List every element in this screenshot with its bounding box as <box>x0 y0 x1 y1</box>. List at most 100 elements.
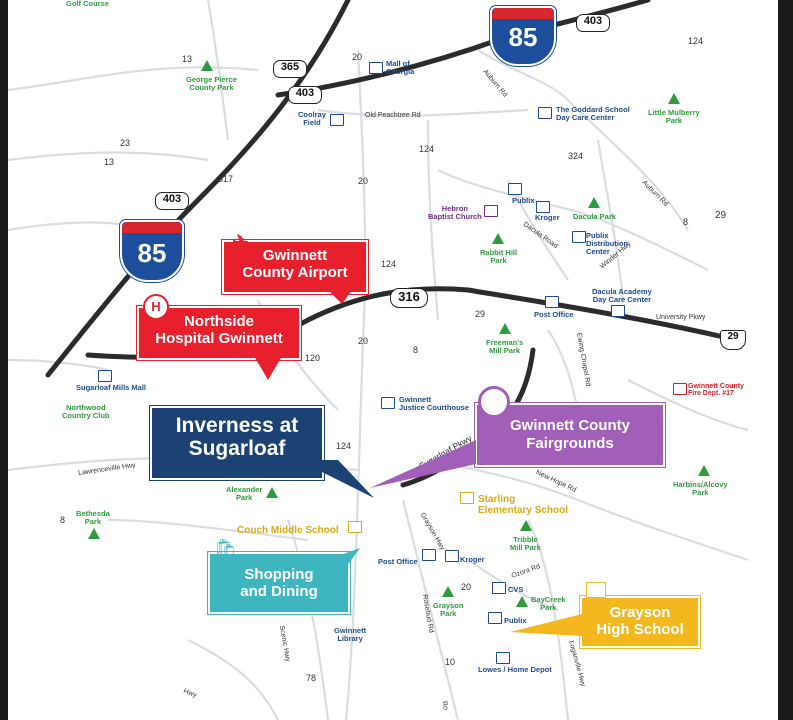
poi-label: Mall of Georgia <box>386 59 415 76</box>
poi-label: Dacula Academy Day Care Center <box>592 287 652 304</box>
store-icon <box>572 231 586 243</box>
route-number: 124 <box>688 36 704 46</box>
road <box>8 66 259 92</box>
route-number: 10 <box>445 657 456 667</box>
tree-icon <box>499 323 511 334</box>
road <box>187 639 279 720</box>
park-label: Little Mulberry Park <box>648 108 700 125</box>
park-label: George Pierce County Park <box>186 75 237 92</box>
callout-shopping: Shopping and Dining <box>208 552 350 614</box>
route-number: 13 <box>182 54 193 64</box>
route-number: 20 <box>461 582 472 592</box>
tree-icon <box>266 487 278 498</box>
store-icon <box>492 582 506 594</box>
road-label: Ro <box>440 700 449 711</box>
poi-label: Sugarloaf Mills Mall <box>76 383 147 392</box>
poi-label: The Goddard School Day Care Center <box>556 105 630 122</box>
road <box>107 518 309 542</box>
tree-icon <box>492 233 504 244</box>
route-number: 317 <box>218 174 234 184</box>
hospital-icon: H <box>143 294 169 320</box>
store-icon <box>98 370 112 382</box>
park-label: Golf Course <box>66 0 109 8</box>
highway-85 <box>45 0 351 378</box>
school-icon <box>538 107 552 119</box>
route-number: 8 <box>60 515 66 525</box>
school-icon <box>611 305 625 317</box>
callout-pointer <box>328 290 352 304</box>
road <box>8 358 109 372</box>
road-label: University Pkwy <box>656 314 706 321</box>
school-icon <box>460 492 474 504</box>
park-label: Northwood Country Club <box>62 403 110 420</box>
park-label: Tribble Mill Park <box>510 535 541 552</box>
callout-inverness: Inverness at Sugarloaf <box>150 406 324 480</box>
park-label: Grayson Park <box>433 601 464 618</box>
poi-label: Gwinnett County Fire Dept. #17 <box>688 383 744 398</box>
fire-station-icon <box>673 383 687 395</box>
poi-label: Gwinnett Library <box>334 626 367 643</box>
tree-icon <box>520 520 532 531</box>
road <box>344 49 367 720</box>
stadium-icon <box>330 114 344 126</box>
shopping-bag-icon: 🛍 <box>214 538 237 558</box>
poi-label: Post Office <box>378 557 418 566</box>
store-icon <box>536 201 550 213</box>
callout-pointer <box>254 356 282 380</box>
road <box>206 0 230 141</box>
road-label: Old Peachtree Rd <box>365 112 421 119</box>
poi-label: Lowes / Home Depot <box>478 665 552 674</box>
callout-pointer <box>370 440 476 488</box>
road <box>426 119 440 321</box>
route-number: 8 <box>683 217 689 227</box>
callout-pointer <box>298 460 374 498</box>
tree-icon <box>698 465 710 476</box>
park-label: Harbins/Alcovy Park <box>673 480 728 497</box>
route-number: 78 <box>306 673 317 683</box>
tree-icon <box>442 586 454 597</box>
route-number: 23 <box>120 138 131 148</box>
school-label: Starling Elementary School <box>478 494 569 516</box>
tree-icon <box>516 596 528 607</box>
route-number: 20 <box>358 336 369 346</box>
school-label: Couch Middle School <box>237 525 339 536</box>
poi-label: Coolray Field <box>298 110 326 127</box>
poi-label: Post Office <box>534 310 574 319</box>
road <box>477 49 689 231</box>
store-icon <box>445 550 459 562</box>
poi-label: Publix <box>504 616 527 625</box>
park-label: Dacula Park <box>573 212 616 221</box>
road <box>467 559 559 612</box>
school-icon <box>586 582 606 598</box>
highway-shield: 365 <box>273 60 307 78</box>
post-office-icon <box>545 296 559 308</box>
map: Golf Course 85 85 365 403 403 403 316 29… <box>8 0 778 720</box>
route-number: 20 <box>352 52 363 62</box>
road <box>627 379 749 432</box>
road <box>596 139 625 301</box>
tree-icon <box>668 93 680 104</box>
highway-shield: 403 <box>576 14 610 32</box>
callout-airport: ✈ Gwinnett County Airport <box>222 232 368 294</box>
road <box>527 519 570 720</box>
route-number: 29 <box>475 309 486 319</box>
callout-grayson-hs: Grayson High School <box>580 596 700 648</box>
park-label: Bethesda Park <box>76 509 110 526</box>
store-icon <box>369 62 383 74</box>
road <box>317 108 529 117</box>
road <box>437 169 709 271</box>
highway-shield: 316 <box>390 288 428 308</box>
route-number: 13 <box>104 157 115 167</box>
road <box>427 458 749 562</box>
park-label: Rabbit Hill Park <box>480 248 518 265</box>
tree-icon <box>588 197 600 208</box>
callout-pointer <box>338 548 360 578</box>
poi-label: Publix <box>512 196 535 205</box>
church-label: Hebron Baptist Church <box>428 204 482 221</box>
highway-shield: 403 <box>288 86 322 104</box>
route-number: 20 <box>358 176 369 186</box>
store-icon <box>508 183 522 195</box>
road <box>401 499 460 720</box>
route-number: 8 <box>413 345 419 355</box>
post-office-icon <box>422 549 436 561</box>
